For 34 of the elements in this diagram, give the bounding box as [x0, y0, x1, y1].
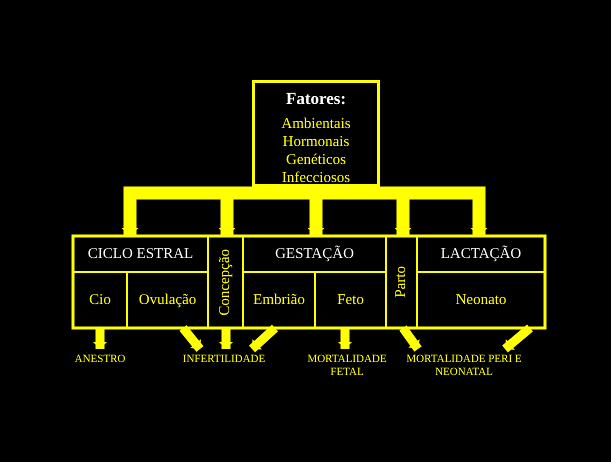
stage-name: Parto: [393, 266, 410, 298]
arrow: [399, 325, 422, 352]
stage-name: Feto: [337, 292, 364, 308]
outcome-text: MORTALIDADE FETAL: [306, 353, 388, 379]
arrow: [248, 324, 278, 352]
phase-cell: [73, 236, 208, 272]
heading: Fatores:: [286, 89, 346, 109]
phase-cell: [243, 236, 386, 272]
arrow: [93, 328, 107, 349]
arrow: [180, 325, 204, 352]
stage-cell: [73, 272, 127, 328]
factor-list: Ambientais Hormonais Genéticos Infecciosos: [276, 115, 356, 187]
stage-cell: [417, 272, 545, 328]
outcome-text: MORTALIDADE PERI E NEONATAL: [405, 353, 523, 379]
arrow: [338, 328, 352, 349]
phase-cell: [417, 236, 545, 272]
stage-cell: [315, 272, 386, 328]
stage-cell: [127, 272, 208, 328]
outcome-text: ANESTRO: [74, 353, 126, 366]
stage-name: Ovulação: [138, 292, 196, 308]
phase-name: CICLO ESTRAL: [88, 246, 194, 262]
stage-name: Embrião: [253, 292, 305, 308]
factor-box: [252, 80, 380, 187]
phase-name: LACTAÇÃO: [440, 246, 522, 262]
stage-cell: [386, 236, 417, 328]
stage-name: Concepção: [217, 248, 234, 316]
outcome-text: INFERTILIDADE: [182, 353, 266, 366]
stage-cell: [243, 272, 315, 328]
stage-name: Cio: [89, 292, 111, 308]
stage-cell: [208, 236, 243, 328]
arrow: [219, 328, 233, 349]
stage-name: Neonato: [456, 292, 506, 308]
arrow: [502, 324, 533, 352]
phase-name: GESTAÇÃO: [275, 246, 354, 262]
